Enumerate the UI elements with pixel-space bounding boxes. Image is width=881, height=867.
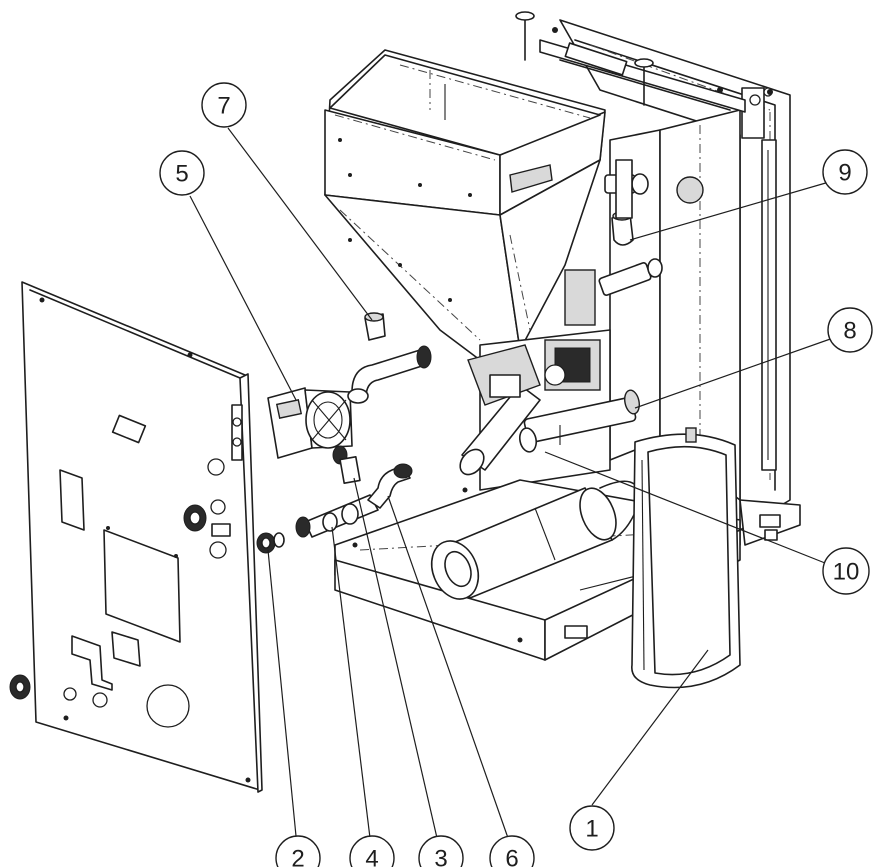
svg-text:5: 5 bbox=[175, 161, 188, 188]
svg-text:2: 2 bbox=[291, 846, 304, 867]
leader-line-1 bbox=[591, 649, 709, 806]
callout-4: 4 bbox=[349, 835, 395, 867]
callout-1: 1 bbox=[569, 805, 615, 851]
callout-5: 5 bbox=[159, 150, 205, 196]
expansion-vessel bbox=[631, 427, 741, 689]
boiler-frame bbox=[515, 11, 801, 546]
fuel-hopper bbox=[324, 49, 606, 361]
leader-line-3 bbox=[353, 477, 438, 839]
callout-9: 9 bbox=[822, 149, 868, 195]
leader-line-10 bbox=[544, 451, 826, 564]
leader-line-4 bbox=[331, 526, 371, 839]
leader-line-2 bbox=[267, 549, 297, 837]
callout-7: 7 bbox=[201, 82, 247, 128]
leader-lines bbox=[189, 127, 837, 839]
svg-text:10: 10 bbox=[833, 559, 860, 586]
leader-line-6 bbox=[387, 495, 509, 839]
heat-exchanger-pipe bbox=[518, 389, 640, 453]
burner-body bbox=[459, 173, 663, 491]
leader-line-8 bbox=[634, 336, 837, 409]
pipe-fittings bbox=[256, 159, 634, 554]
leader-line-9 bbox=[629, 179, 837, 241]
callout-8: 8 bbox=[827, 307, 873, 353]
callout-3: 3 bbox=[418, 835, 464, 867]
front-cover-panel bbox=[21, 281, 263, 793]
svg-text:4: 4 bbox=[365, 846, 378, 867]
panel-nuts bbox=[9, 504, 207, 700]
callout-10: 10 bbox=[822, 547, 870, 595]
svg-text:8: 8 bbox=[843, 318, 856, 345]
leader-line-7 bbox=[227, 127, 373, 321]
svg-text:7: 7 bbox=[217, 93, 230, 120]
callout-2: 2 bbox=[275, 835, 321, 867]
svg-text:6: 6 bbox=[505, 846, 518, 867]
svg-text:3: 3 bbox=[434, 846, 447, 867]
svg-text:1: 1 bbox=[585, 816, 598, 843]
callout-6: 6 bbox=[489, 835, 535, 867]
callouts: 1 2 3 4 5 6 7 8 bbox=[159, 82, 873, 867]
circulation-pump bbox=[267, 387, 353, 465]
leader-line-5 bbox=[189, 195, 297, 401]
svg-text:9: 9 bbox=[838, 160, 851, 187]
